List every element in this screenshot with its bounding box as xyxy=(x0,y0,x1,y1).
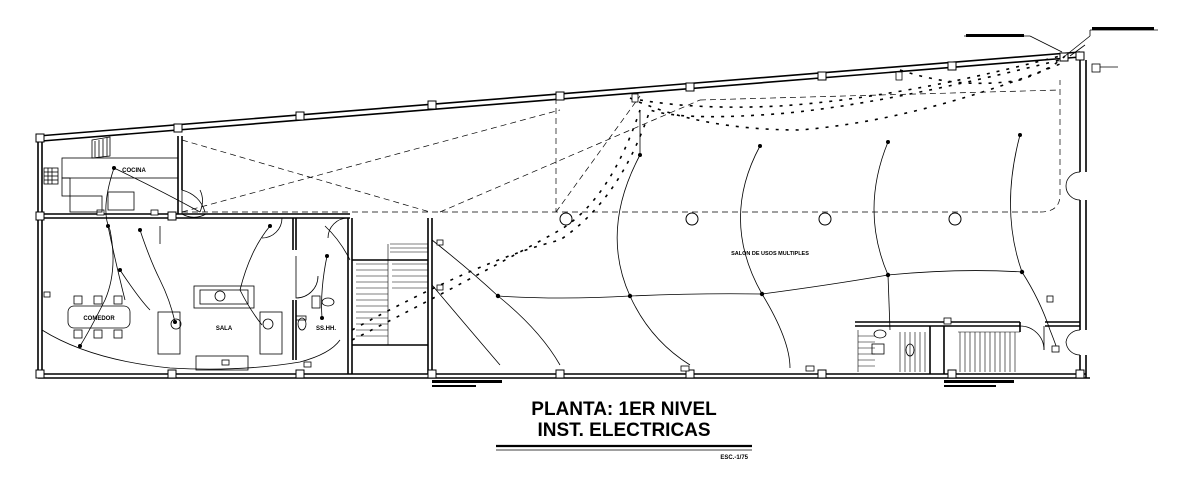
stairs-right xyxy=(857,330,1020,372)
drawing-title: PLANTA: 1ER NIVEL xyxy=(531,399,717,420)
stairs-main xyxy=(356,243,428,345)
kitchen-furniture xyxy=(43,136,179,213)
outlets xyxy=(43,63,1101,372)
feeder-lines xyxy=(351,55,1066,341)
drawing-subtitle: INST. ELECTRICAS xyxy=(537,420,710,441)
columns xyxy=(35,51,1085,379)
room-label-comedor: COMEDOR xyxy=(83,316,115,322)
room-label-sala: SALA xyxy=(216,326,233,332)
circuit-wiring xyxy=(41,110,1059,370)
junction-points xyxy=(78,133,1025,348)
room-label-ss-hh: SS.HH. xyxy=(316,326,336,332)
projection-lines xyxy=(181,80,1061,213)
annotation-tags xyxy=(432,27,1154,387)
drawing-scale: ESC.-1/75 xyxy=(720,455,748,461)
bath-fixtures xyxy=(295,295,915,357)
ceiling-lights xyxy=(559,212,962,226)
living-furniture xyxy=(157,285,283,371)
room-label-salon: SALON DE USOS MULTIPLES xyxy=(731,251,809,257)
room-label-cocina: COCINA xyxy=(122,168,146,174)
doors xyxy=(181,171,1081,356)
dining-furniture xyxy=(67,295,131,339)
